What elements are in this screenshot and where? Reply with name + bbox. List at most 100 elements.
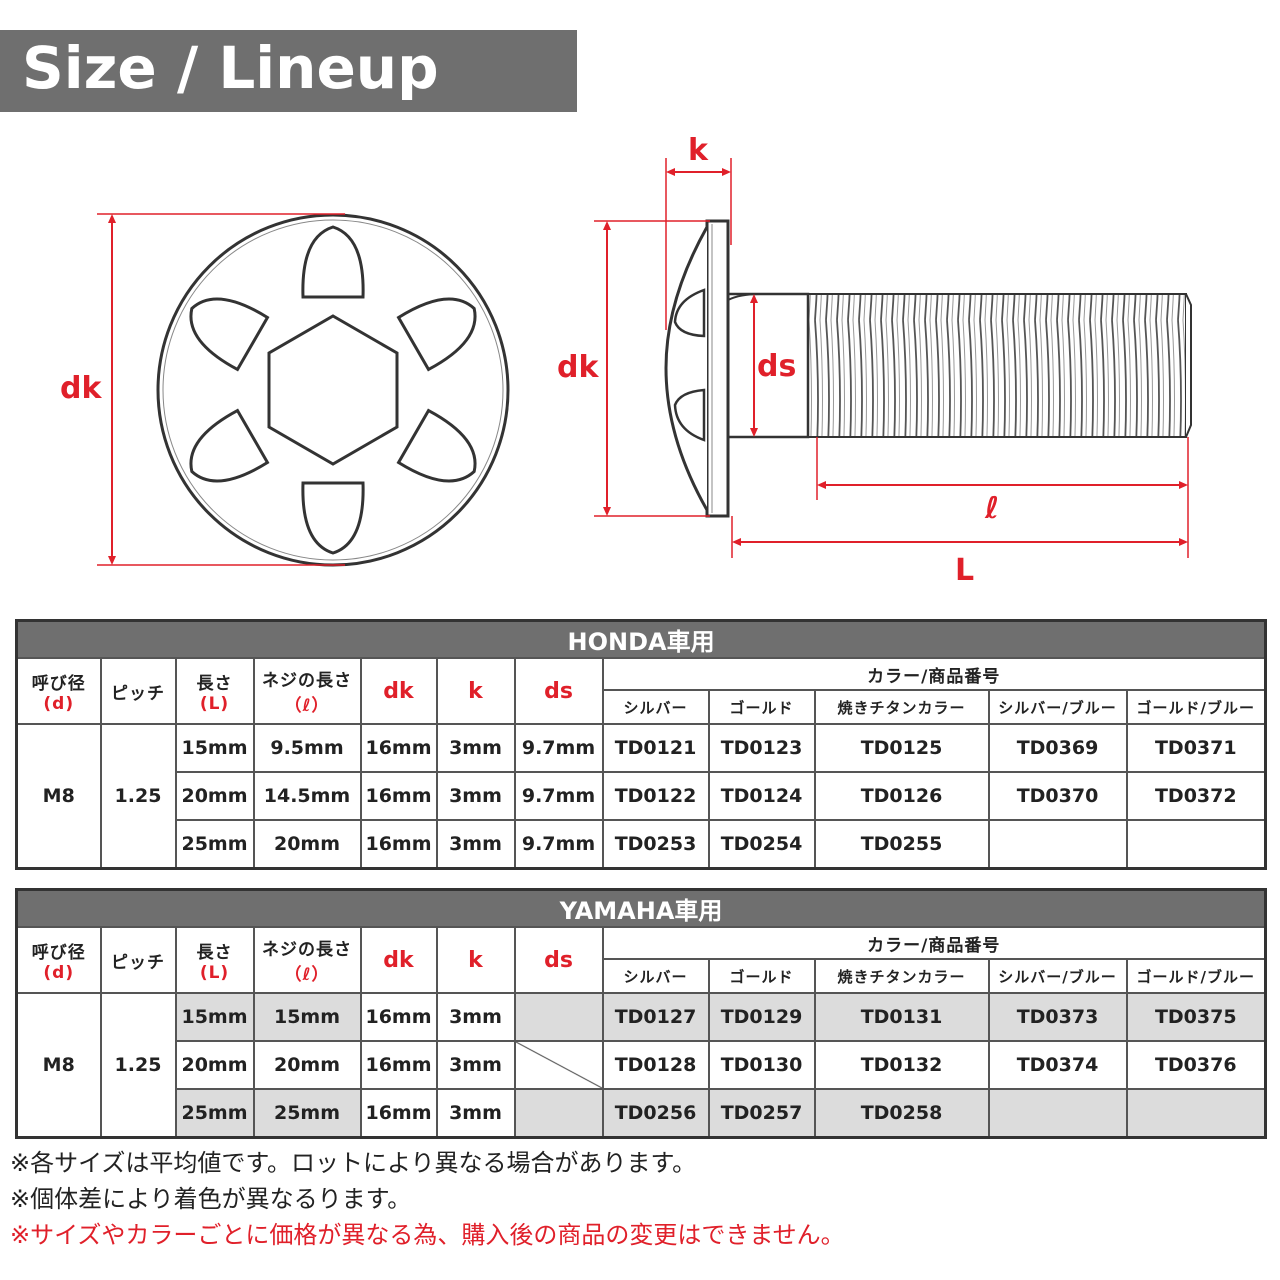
yamaha-table-title: YAMAHA車用	[15, 888, 1267, 928]
code-cell	[987, 1088, 1128, 1138]
col-dk: dk	[359, 926, 438, 994]
code-cell: TD0253	[601, 819, 710, 869]
col-color-silver: シルバー	[601, 689, 710, 725]
thread-length-cell: 20mm	[252, 819, 362, 869]
code-cell	[987, 819, 1128, 869]
col-color-silver: シルバー	[601, 958, 710, 994]
code-cell: TD0121	[601, 723, 710, 773]
note-average: ※各サイズは平均値です。ロットにより異なる場合があります。	[10, 1149, 697, 1177]
table-row: M8 1.25 15mm 15mm 16mm 3mm TD0127 TD0129…	[15, 992, 1267, 1138]
table-row: M8 1.25 15mm 9.5mm 16mm 3mm 9.7mm TD0121…	[15, 723, 1267, 869]
code-cell: TD0122	[601, 771, 710, 821]
ds-cell: 9.7mm	[513, 723, 604, 773]
thread-length-cell: 15mm	[252, 992, 362, 1042]
front-view: dk	[60, 213, 510, 567]
honda-spec-table: HONDA車用 呼び径(d) ピッチ 長さ(L) ネジの長さ（ℓ） dk k d…	[15, 619, 1268, 870]
col-color-silver-blue: シルバー/ブルー	[987, 689, 1128, 725]
hex-socket-icon	[267, 314, 399, 466]
dk-cell: 16mm	[359, 1040, 438, 1090]
col-pitch: ピッチ	[99, 926, 177, 994]
bolt-diagram: dk k dk ds ℓ L	[60, 133, 1192, 588]
code-cell: TD0370	[987, 771, 1128, 821]
pitch-cell: 1.25	[99, 992, 177, 1138]
yamaha-spec-table: YAMAHA車用 呼び径(d) ピッチ 長さ(L) ネジの長さ（ℓ） dk k …	[15, 888, 1268, 1139]
k-cell: 3mm	[435, 723, 516, 773]
dk-side-label: dk	[557, 350, 599, 385]
code-cell: TD0257	[707, 1088, 816, 1138]
col-thread-length: ネジの長さ（ℓ）	[252, 657, 362, 725]
code-cell: TD0128	[601, 1040, 710, 1090]
length-cell: 15mm	[174, 723, 255, 773]
length-cell: 20mm	[174, 771, 255, 821]
col-dk: dk	[359, 657, 438, 725]
col-color-titanium: 焼きチタンカラー	[813, 958, 990, 994]
dk-cell: 16mm	[359, 723, 438, 773]
bolt-dome	[664, 226, 709, 511]
col-color-titanium: 焼きチタンカラー	[813, 689, 990, 725]
length-cell: 25mm	[174, 819, 255, 869]
col-nominal: 呼び径(d)	[15, 926, 102, 994]
code-cell: TD0131	[813, 992, 990, 1042]
code-cell: TD0376	[1125, 1040, 1267, 1090]
code-cell: TD0130	[707, 1040, 816, 1090]
honda-table-title: HONDA車用	[15, 619, 1267, 659]
col-ds: ds	[513, 926, 604, 994]
note-color-variance: ※個体差により着色が異なるります。	[10, 1185, 412, 1213]
nominal-cell: M8	[15, 723, 102, 869]
code-cell: TD0255	[813, 819, 990, 869]
code-cell: TD0371	[1125, 723, 1267, 773]
code-cell: TD0374	[987, 1040, 1128, 1090]
code-cell: TD0127	[601, 992, 710, 1042]
dk-cell: 16mm	[359, 1088, 438, 1138]
code-cell: TD0132	[813, 1040, 990, 1090]
code-cell	[1125, 819, 1267, 869]
length-label: L	[955, 553, 974, 588]
k-cell: 3mm	[435, 992, 516, 1042]
code-cell: TD0256	[601, 1088, 710, 1138]
table-row: 20mm 20mm 16mm 3mm TD0128 TD0130 TD0132 …	[17, 1040, 1267, 1090]
k-cell: 3mm	[435, 1040, 516, 1090]
dk-front-label: dk	[60, 371, 102, 406]
code-cell: TD0372	[1125, 771, 1267, 821]
table-row: 25mm 25mm 16mm 3mm TD0256 TD0257 TD0258	[17, 1088, 1267, 1138]
code-cell: TD0125	[813, 723, 990, 773]
code-cell: TD0373	[987, 992, 1128, 1042]
thread-length-cell: 14.5mm	[252, 771, 362, 821]
k-label: k	[688, 133, 709, 168]
k-cell: 3mm	[435, 819, 516, 869]
col-nominal: 呼び径(d)	[15, 657, 102, 725]
title-bar: Size / Lineup	[0, 30, 577, 112]
code-cell: TD0254	[707, 819, 816, 869]
code-cell: TD0258	[813, 1088, 990, 1138]
code-cell: TD0126	[813, 771, 990, 821]
col-color-gold-blue: ゴールド/ブルー	[1125, 958, 1267, 994]
col-pitch: ピッチ	[99, 657, 177, 725]
thread-length-cell: 20mm	[252, 1040, 362, 1090]
note-no-exchange: ※サイズやカラーごとに価格が異なる為、購入後の商品の変更はできません。	[10, 1221, 845, 1249]
col-length: 長さ(L)	[174, 657, 255, 725]
col-k: k	[435, 657, 516, 725]
col-color-group: カラー/商品番号	[601, 926, 1267, 960]
ds-cell-empty	[513, 1088, 604, 1138]
col-color-silver-blue: シルバー/ブルー	[987, 958, 1128, 994]
ds-cell-empty	[513, 1040, 604, 1090]
col-color-gold: ゴールド	[707, 958, 816, 994]
thread-body	[807, 293, 1187, 438]
length-cell: 20mm	[174, 1040, 255, 1090]
col-color-gold: ゴールド	[707, 689, 816, 725]
dk-cell: 16mm	[359, 771, 438, 821]
ds-cell: 9.7mm	[513, 819, 604, 869]
col-color-group: カラー/商品番号	[601, 657, 1267, 691]
col-thread-length: ネジの長さ（ℓ）	[252, 926, 362, 994]
petal-cutouts	[189, 225, 477, 555]
col-color-gold-blue: ゴールド/ブルー	[1125, 689, 1267, 725]
col-ds: ds	[513, 657, 604, 725]
notes: ※各サイズは平均値です。ロットにより異なる場合があります。 ※個体差により着色が…	[10, 1145, 845, 1253]
dk-cell: 16mm	[359, 992, 438, 1042]
length-cell: 25mm	[174, 1088, 255, 1138]
thread-length-cell: 25mm	[252, 1088, 362, 1138]
code-cell: TD0375	[1125, 992, 1267, 1042]
k-cell: 3mm	[435, 771, 516, 821]
table-row: 20mm 14.5mm 16mm 3mm 9.7mm TD0122 TD0124…	[17, 771, 1267, 821]
pitch-cell: 1.25	[99, 723, 177, 869]
